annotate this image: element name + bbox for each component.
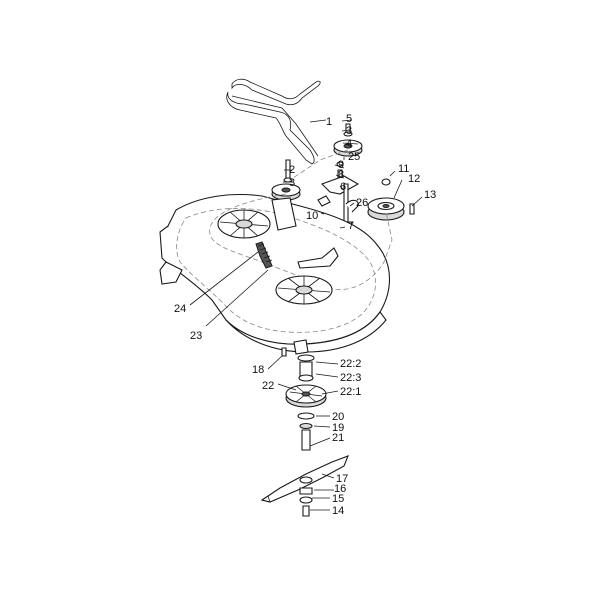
callout-7: 7	[348, 220, 354, 232]
callout-9: 9	[338, 159, 344, 171]
callout-6: 6	[340, 181, 346, 193]
callout-4: 4	[346, 138, 352, 150]
hardware-bolts	[281, 347, 287, 357]
mower-deck-housing	[159, 149, 393, 355]
callout-3: 3	[346, 125, 352, 137]
left-spindle-hub	[217, 209, 271, 239]
callout-labels: 1 5 3 4 25 9 8 11 12 6 2 3 13 26 10 7 24…	[174, 113, 436, 517]
callout-21: 21	[332, 432, 344, 444]
callout-22: 22	[262, 380, 274, 392]
callout-22-1: 22:1	[340, 386, 361, 398]
callout-22-2: 22:2	[340, 358, 361, 370]
callout-22-3: 22:3	[340, 372, 361, 384]
callout-25: 25	[348, 151, 360, 163]
callout-1: 1	[326, 116, 332, 128]
callout-18: 18	[252, 364, 264, 376]
callout-16: 16	[334, 483, 346, 495]
callout-10: 10	[306, 210, 318, 222]
mower-blade	[260, 455, 349, 517]
callout-3-left: 3	[289, 177, 295, 189]
callout-23: 23	[190, 330, 202, 342]
callout-5: 5	[346, 113, 352, 125]
callout-14: 14	[332, 505, 344, 517]
callout-24: 24	[174, 303, 186, 315]
drive-belt	[226, 78, 321, 165]
leader-lines	[189, 119, 423, 511]
callout-13: 13	[424, 189, 436, 201]
callout-20: 20	[332, 411, 344, 423]
spindle-assembly	[285, 354, 327, 451]
callout-15: 15	[332, 493, 344, 505]
callout-26: 26	[356, 197, 368, 209]
callout-17: 17	[336, 473, 348, 485]
right-spindle-hub	[275, 275, 333, 305]
callout-2: 2	[289, 164, 295, 176]
callout-19: 19	[332, 422, 344, 434]
callout-8: 8	[338, 169, 344, 181]
callout-12: 12	[408, 173, 420, 185]
callout-11: 11	[398, 163, 409, 175]
